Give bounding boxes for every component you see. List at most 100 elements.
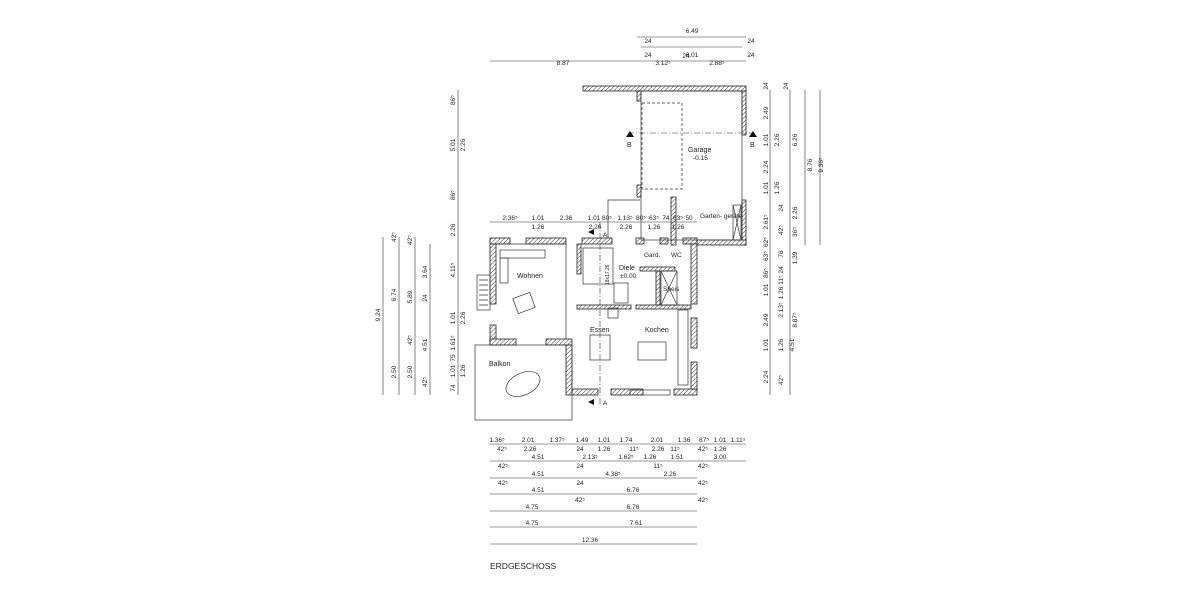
dimension-label: 4.75	[526, 520, 539, 527]
dimension-label: 12.36	[582, 537, 599, 544]
dimension-label: 74	[450, 384, 457, 392]
dimension-label: 9.36⁵	[818, 157, 825, 173]
room-wc: WC	[671, 252, 682, 259]
dimension-label: 2.13⁵	[582, 454, 598, 461]
dimension-label: 24	[682, 53, 690, 60]
dimension-label: 6.76	[627, 487, 640, 494]
dimension-label: 24	[576, 446, 584, 453]
dimension-label: 86⁵	[450, 190, 457, 200]
dimension-label: 42⁵	[498, 463, 508, 470]
dimension-label: 6.76	[627, 504, 640, 511]
dimension-label: 1.26	[714, 446, 727, 453]
stair-label: 18x17.26	[605, 264, 611, 285]
dimension-label: 2.13⁵	[778, 302, 785, 318]
dimension-label: 1.26	[644, 454, 657, 461]
dimension-label: 4.11⁵	[450, 262, 457, 277]
dimension-label: 24	[576, 480, 584, 487]
dimension-label: 4.51	[532, 454, 545, 461]
dimension-label: 2.26	[589, 224, 602, 231]
dimension-label: 2.26	[792, 206, 799, 219]
dimension-label: 1.01	[714, 437, 727, 444]
dimension-label: 1.13⁵	[617, 215, 633, 222]
dimension-label: 1.37⁵	[549, 437, 565, 444]
dimension-label: 2.26	[652, 446, 665, 453]
dimension-label: 1.11⁵	[731, 437, 746, 444]
dimension-label: 63⁵	[763, 251, 770, 261]
hall-level: ±0.00	[620, 273, 637, 280]
section-mark-b-left: B	[627, 142, 632, 149]
dimension-label: 42⁵	[698, 446, 708, 453]
dimension-label: 42⁵	[407, 235, 414, 245]
dimension-label: 1.01	[763, 181, 770, 194]
section-markers: B B A A	[588, 131, 757, 407]
dimension-label: 1.26	[460, 364, 467, 377]
dimension-label: 42⁵	[497, 446, 507, 453]
room-labels: Garage -0.15 Garten- geräte Wohnen Diele…	[489, 147, 743, 368]
room-garage: Garage	[688, 147, 711, 154]
dimension-label: 4.38⁵	[605, 471, 621, 478]
dimension-label: 1.01	[588, 215, 601, 222]
dimension-label: 50	[685, 215, 693, 222]
dimension-label: 24	[422, 294, 429, 302]
dimension-label: 2.26	[774, 133, 781, 146]
dimension-label: 2.61⁵	[763, 214, 770, 230]
dimension-label: 86⁵	[450, 95, 457, 105]
dimension-label: 1.36⁵	[489, 437, 505, 444]
dimension-label: 2.36	[560, 215, 573, 222]
dimension-label: 4.51	[789, 338, 796, 351]
dimension-label: 86⁵	[763, 268, 770, 278]
dimension-label: 24	[644, 52, 652, 59]
dimension-label: 2.26	[664, 471, 677, 478]
dimension-label: 2.24	[763, 160, 770, 173]
dimension-label: 42⁵	[698, 497, 708, 504]
dimension-label: 62⁵	[763, 237, 770, 247]
dimension-label: 1.51	[671, 454, 684, 461]
dimension-label: 8.87	[557, 60, 570, 67]
dimension-label: 2.49	[763, 313, 770, 326]
dimension-label: 1.01	[532, 215, 545, 222]
dimension-label: 1.26	[598, 446, 611, 453]
dimension-label: 1.26	[778, 338, 785, 351]
dimension-label: 87⁵	[699, 437, 709, 444]
dimension-label: 3.00	[714, 454, 727, 461]
dimension-label: 6.01	[686, 52, 699, 59]
garage-level: -0.15	[693, 155, 708, 162]
dimension-label: 1.62⁵	[618, 454, 634, 461]
dimension-label: 80⁵	[602, 215, 612, 222]
walls	[489, 85, 747, 396]
dimension-label: 24	[778, 204, 785, 212]
dimension-label: 42⁵	[698, 480, 708, 487]
room-garden-tools: Garten- geräte	[700, 213, 743, 220]
dimension-label: 24	[778, 266, 785, 274]
dimension-label: 2.36⁵	[502, 215, 518, 222]
dimension-label: 4.75	[526, 504, 539, 511]
room-living: Wohnen	[517, 273, 543, 280]
dimension-label: 2.26	[450, 223, 457, 236]
dimension-label: 8.76	[807, 158, 814, 171]
dimension-label: 1.39	[792, 251, 799, 264]
drawing-title: ERDGESCHOSS	[490, 561, 556, 571]
dimension-label: 2.50	[407, 365, 414, 378]
dimension-label: 11⁵	[629, 446, 639, 453]
dimension-label: 6.49	[686, 28, 699, 35]
dimension-label: 1.49	[576, 437, 589, 444]
dimension-label: 3.12⁵	[655, 60, 671, 67]
dimension-label: 5.01	[450, 138, 457, 151]
dimension-label: 6.74	[391, 288, 398, 301]
dimension-label: 63⁵	[649, 215, 659, 222]
dimension-label: 1.01	[450, 364, 457, 377]
dimension-label: 11⁵	[653, 463, 663, 470]
dimension-label: 42⁵	[698, 463, 708, 470]
dimension-label: 1.36	[678, 437, 691, 444]
section-mark-b-right: B	[750, 142, 755, 149]
linework	[474, 90, 752, 421]
dimension-label: 80⁵	[636, 215, 646, 222]
dimension-label: 42⁵	[422, 377, 429, 387]
dimension-label: 42⁵	[778, 375, 785, 385]
dimension-label: 36⁵	[792, 227, 799, 237]
dimension-label: 3.64	[422, 265, 429, 278]
dimension-label: 42⁵	[391, 232, 398, 242]
dimension-label: 4.51	[532, 471, 545, 478]
